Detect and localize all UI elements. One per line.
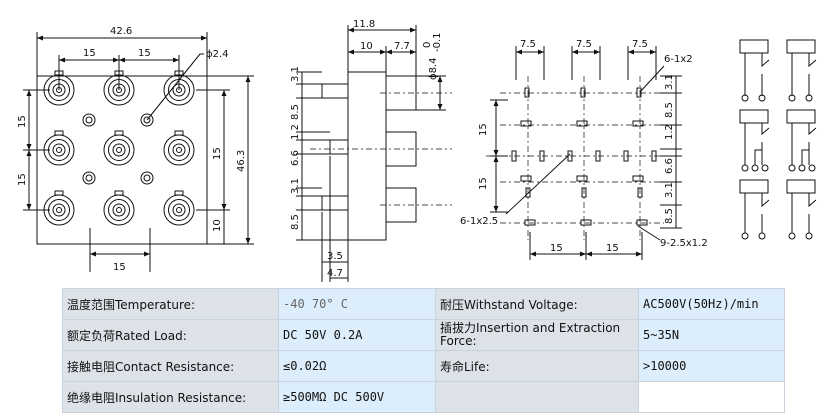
side-view — [296, 25, 446, 282]
dim-pcb-8-5b: 8.5 — [664, 208, 675, 224]
spec-table: 温度范围Temperature: -40 70° C 耐压Withstand V… — [62, 288, 785, 413]
dim-pcb-left-15b: 15 — [478, 177, 489, 190]
dim-side-4-7: 4.7 — [327, 268, 343, 279]
spec-label-insulation-resistance: 绝缘电阻Insulation Resistance: — [62, 381, 279, 413]
dim-front-right-15: 15 — [212, 147, 223, 160]
dim-side-11-8: 11.8 — [353, 19, 375, 30]
dim-pcb-3-1b: 3.1 — [664, 182, 675, 198]
dim-side-tol-lo: -0.1 — [432, 32, 443, 52]
dim-side-6-6: 6.6 — [290, 150, 301, 166]
dim-side-8-5a: 8.5 — [290, 104, 301, 120]
spec-label-rated-load: 额定负荷Rated Load: — [62, 319, 279, 351]
spec-value-life: >10000 — [638, 350, 785, 382]
spec-label-insertion-force: 插拔力Insertion and Extraction Force: — [435, 319, 639, 351]
dim-pcb-1-2: 1.2 — [664, 124, 675, 140]
dim-front-pitch-1: 15 — [83, 48, 96, 59]
dim-pcb-hole-b: 6-1x2.5 — [460, 216, 498, 227]
front-body-outline — [36, 75, 208, 245]
dim-pcb-15a: 15 — [550, 243, 563, 254]
dim-side-3-1b: 3.1 — [290, 178, 301, 194]
spec-value-withstand-voltage: AC500V(50Hz)/min — [638, 288, 785, 320]
spec-label-contact-resistance: 接触电阻Contact Resistance: — [62, 350, 279, 382]
dim-pcb-7-5a: 7.5 — [520, 39, 536, 50]
dim-pcb-7-5c: 7.5 — [632, 39, 648, 50]
dim-side-pin-dia: ϕ8.4 — [428, 58, 439, 81]
dim-pcb-8-5a: 8.5 — [664, 102, 675, 118]
spec-row: 额定负荷Rated Load: DC 50V 0.2A 插拔力Insertion… — [62, 319, 785, 351]
dim-side-3-1a: 3.1 — [290, 66, 301, 82]
dim-side-10: 10 — [360, 41, 373, 52]
dim-front-width: 42.6 — [110, 26, 132, 37]
spec-row: 绝缘电阻Insulation Resistance: ≥500MΩ DC 500… — [62, 381, 785, 413]
spec-value-rated-load: DC 50V 0.2A — [278, 319, 436, 351]
spec-label-life: 寿命Life: — [435, 350, 639, 382]
spec-value-insertion-force: 5~35N — [638, 319, 785, 351]
dim-pcb-6-6: 6.6 — [664, 158, 675, 174]
dim-side-3-5: 3.5 — [327, 251, 343, 262]
dim-pcb-7-5b: 7.5 — [576, 39, 592, 50]
spec-label-temperature: 温度范围Temperature: — [62, 288, 279, 320]
circuit-symbols — [739, 39, 817, 240]
dim-side-8-5b: 8.5 — [290, 214, 301, 230]
side-body — [347, 71, 387, 241]
front-sockets — [43, 70, 195, 226]
dim-front-right-10: 10 — [212, 219, 223, 232]
pcb-layout — [490, 46, 682, 260]
dim-front-pitch-2: 15 — [138, 48, 151, 59]
dim-front-hole: ϕ2.4 — [206, 49, 229, 60]
spec-value-contact-resistance: ≤0.02Ω — [278, 350, 436, 382]
technical-drawing: 42.6 15 15 ϕ2.4 15 46.3 15 10 15 15 11.8… — [17, 19, 817, 282]
dim-pcb-hole-c: 9-2.5x1.2 — [660, 238, 708, 249]
dim-front-left-15b: 15 — [17, 173, 28, 186]
spec-label-empty — [435, 381, 639, 413]
dim-pcb-hole-a: 6-1x2 — [664, 54, 693, 65]
dim-side-7-7: 7.7 — [394, 41, 410, 52]
spec-label-withstand-voltage: 耐压Withstand Voltage: — [435, 288, 639, 320]
spec-row: 温度范围Temperature: -40 70° C 耐压Withstand V… — [62, 288, 785, 320]
spec-value-empty — [638, 381, 785, 413]
dim-front-height: 46.3 — [236, 150, 247, 172]
spec-row: 接触电阻Contact Resistance: ≤0.02Ω 寿命Life: >… — [62, 350, 785, 382]
spec-value-insulation-resistance: ≥500MΩ DC 500V — [278, 381, 436, 413]
dim-pcb-left-15a: 15 — [478, 123, 489, 136]
dim-front-bottom: 15 — [113, 262, 126, 273]
dim-pcb-3-1a: 3.1 — [664, 74, 675, 90]
dim-pcb-15b: 15 — [606, 243, 619, 254]
spec-value-temperature: -40 70° C — [278, 288, 436, 320]
dim-front-left-15a: 15 — [17, 115, 28, 128]
dim-side-tol-hi: 0 — [422, 42, 433, 48]
dim-side-1-2: 1.2 — [290, 124, 301, 140]
